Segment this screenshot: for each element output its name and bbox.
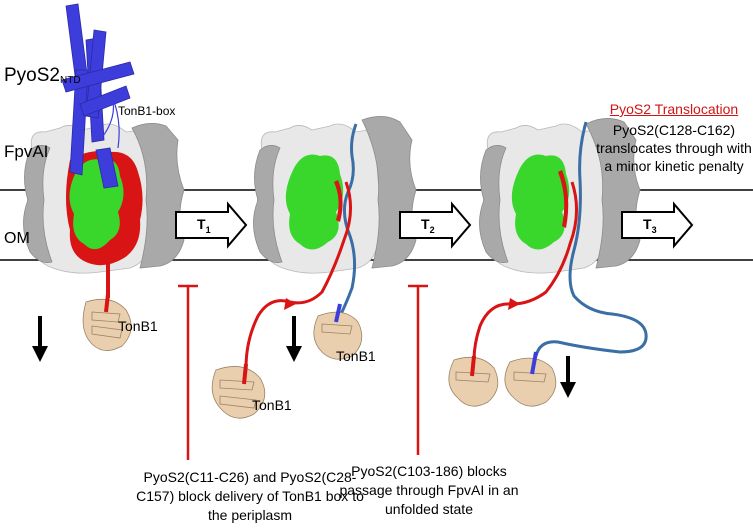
- blue-chain-2: [338, 123, 358, 317]
- barrel-grey-left-3: [479, 145, 509, 263]
- plug-green-3: [511, 154, 570, 250]
- om-label: OM: [4, 230, 30, 247]
- tonb1-blue-strand-2: [334, 303, 342, 323]
- pyos2-ntd-label: PyoS2NTD: [4, 65, 81, 87]
- tonb1-box-label: TonB1-box: [118, 104, 176, 118]
- tonb1-label-2: TonB1: [336, 348, 376, 364]
- tonb1-sheet-2e: [219, 395, 257, 409]
- pyos2-label-main: PyoS2: [4, 65, 60, 86]
- pull-arrow-head-2: [286, 346, 302, 362]
- blue-chain-3: [534, 121, 648, 357]
- stage-3: [448, 118, 648, 407]
- step-arrow-3: [621, 201, 694, 249]
- tonb1-label-3: TonB1: [252, 397, 292, 413]
- helix-1d: [69, 69, 89, 176]
- tonb1-domain-3a: [448, 356, 499, 407]
- tonb1-domain-2a: [313, 311, 363, 360]
- step-arrows: [175, 201, 694, 249]
- plug-green-2: [285, 154, 344, 250]
- barrel-grey-left-2: [253, 145, 283, 263]
- tonb1-box-loop-1: [99, 95, 120, 149]
- red-chain-3: [472, 181, 579, 361]
- step-arrow-2: [399, 201, 472, 249]
- red-chain-arrow-2: [284, 298, 296, 310]
- tonb1-domain-3b: [504, 357, 557, 407]
- block-markers: [178, 284, 428, 460]
- helix-1f: [61, 61, 135, 93]
- barrel-grey-right-1: [131, 123, 185, 269]
- step-arrow-1: [175, 201, 248, 249]
- block-note-1: PyoS2(C11-C26) and PyoS2(C28-C157) block…: [136, 469, 364, 523]
- plug-red-strip-3: [558, 170, 569, 228]
- tonb1-red-strand-3: [470, 355, 476, 377]
- tonb1-sheet-1b: [91, 311, 121, 323]
- tonb1-red-strand-2: [242, 363, 248, 385]
- tonb1-sheet-3d: [513, 371, 547, 383]
- barrel-grey-left-1: [23, 145, 53, 263]
- pyos2-label-sub: NTD: [59, 75, 81, 86]
- tonb1-sheet-3c: [504, 357, 557, 407]
- step-label-1: T1: [197, 216, 211, 235]
- translocation-description: PyoS2(C128-C162) translocates through wi…: [596, 122, 752, 174]
- step-label-3: T3: [643, 216, 657, 235]
- red-chain-arrow-3: [508, 298, 520, 310]
- tonb1-red-strand-1: [104, 293, 110, 313]
- helix-1g: [79, 85, 131, 117]
- pull-arrow-head-1: [32, 346, 48, 362]
- tonb1-sheet-3a: [448, 356, 499, 407]
- tonb1-label-1: TonB1: [118, 318, 158, 334]
- tonb1-domain-1: [82, 298, 132, 351]
- tonb1-sheet-1c: [91, 325, 123, 339]
- block-note-2: PyoS2(C103-186) blocks passage through F…: [339, 463, 519, 517]
- tonb1-blue-strand-3: [530, 351, 538, 375]
- fpvai-label: FpvAI: [4, 142, 49, 161]
- stage-2: [211, 116, 417, 419]
- pull-arrow-head-3: [560, 382, 576, 398]
- stage-1: [23, 3, 185, 362]
- plug-red-strip-2: [334, 180, 343, 222]
- tonb1-sheet-3b: [455, 371, 491, 383]
- translocation-title: PyoS2 Translocation: [609, 101, 739, 117]
- tonb1-sheet-2d: [219, 379, 255, 391]
- pyos2-ntd-helices: [61, 3, 135, 189]
- tonb1-sheet-2b: [321, 323, 353, 335]
- helix-1e: [95, 147, 119, 189]
- step-label-2: T2: [421, 216, 435, 235]
- red-chain-2: [244, 181, 352, 369]
